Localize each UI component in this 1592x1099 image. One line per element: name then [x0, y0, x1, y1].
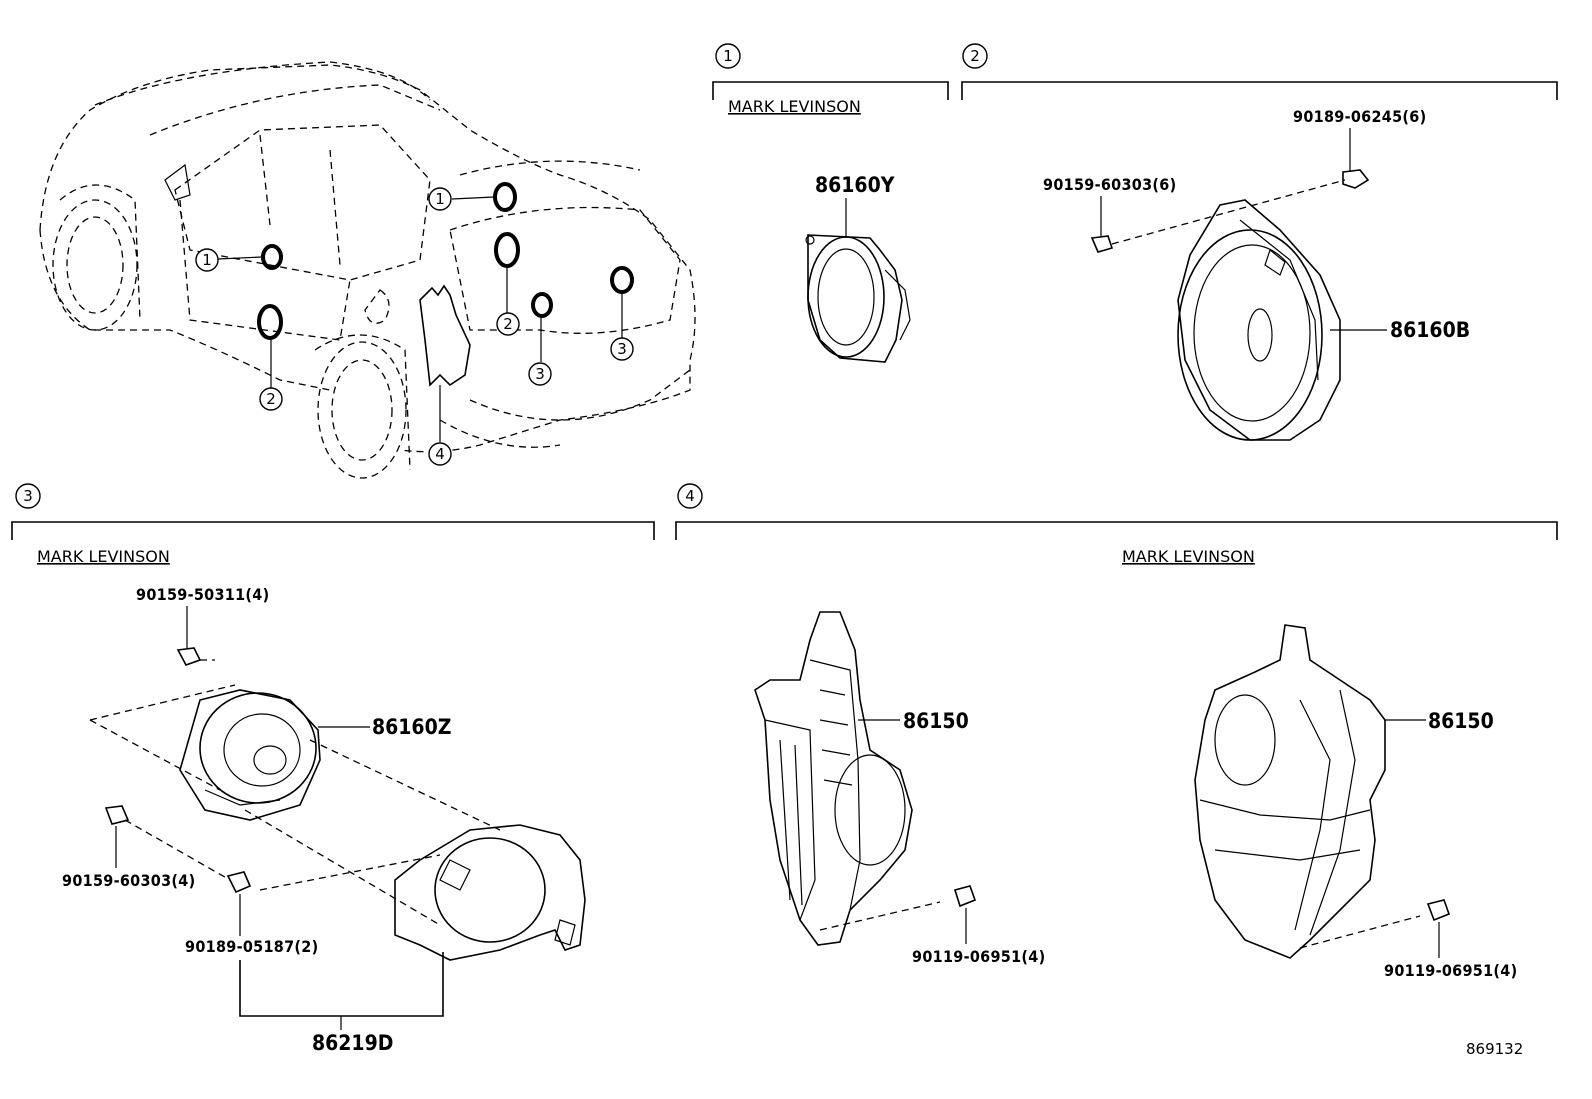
- svg-text:3: 3: [23, 487, 33, 505]
- callout-2: 2: [259, 387, 283, 411]
- speaker-location-ring: [531, 292, 553, 318]
- speaker-location-ring: [257, 304, 283, 340]
- speaker-location-ring: [494, 232, 520, 268]
- enclosure-86150-left: [754, 611, 913, 946]
- section-4-bracket: [675, 521, 1558, 540]
- section-2-bracket: [961, 81, 1558, 100]
- clip-icon: [226, 871, 252, 894]
- speaker-86160z: [179, 689, 321, 821]
- section-3: 3 MARK LEVINSON 90159-50311(4) 86160Z 90…: [11, 483, 655, 1055]
- part-label-90159-60303-4: 90159-60303(4): [62, 871, 196, 890]
- speaker-location-ring: [610, 266, 634, 294]
- svg-text:2: 2: [503, 315, 513, 333]
- part-label-90119-06951-right: 90119-06951(4): [1384, 961, 1518, 980]
- part-label-86219d: 86219D: [312, 1031, 393, 1055]
- screw-icon: [1090, 235, 1114, 253]
- part-label-86160b: 86160B: [1390, 318, 1470, 342]
- section-3-bracket: [11, 521, 655, 540]
- screw-icon: [1426, 899, 1451, 922]
- section-4-brand-label: MARK LEVINSON: [1122, 547, 1255, 566]
- section-3-brand-label: MARK LEVINSON: [37, 547, 170, 566]
- callout-4: 4: [428, 442, 452, 466]
- callout-1: 1: [195, 248, 219, 272]
- section-4: 4 MARK LEVINSON 86150 90119-06951(4) 8: [675, 483, 1558, 980]
- speaker-location-ring: [493, 182, 517, 212]
- clip-icon: [1342, 169, 1370, 189]
- callout-1: 1: [428, 187, 452, 211]
- svg-text:1: 1: [723, 47, 733, 65]
- svg-text:2: 2: [970, 47, 980, 65]
- svg-text:1: 1: [435, 190, 445, 208]
- section-1-brand-label: MARK LEVINSON: [728, 97, 861, 116]
- section-1-bracket: [712, 81, 949, 100]
- section-3-callout: 3: [15, 483, 41, 509]
- part-label-90189-05187: 90189-05187(2): [185, 937, 319, 956]
- speaker-86160y: [805, 234, 911, 363]
- svg-text:3: 3: [617, 340, 627, 358]
- callout-3: 3: [610, 337, 634, 361]
- svg-text:4: 4: [435, 445, 445, 463]
- part-label-86150-right: 86150: [1428, 709, 1494, 733]
- callout-2: 2: [496, 312, 520, 336]
- part-label-86160z: 86160Z: [372, 715, 451, 739]
- callout-3: 3: [528, 362, 552, 386]
- svg-text:1: 1: [202, 251, 212, 269]
- speaker-86160b: [1177, 199, 1341, 441]
- screw-icon: [953, 885, 977, 908]
- vehicle-illustration: 1 1 2 2 3 3 4: [39, 61, 696, 479]
- svg-text:4: 4: [685, 487, 695, 505]
- screw-icon: [104, 805, 130, 825]
- enclosure-86150-right: [1194, 624, 1386, 959]
- illustration-id: 869132: [1466, 1040, 1523, 1058]
- section-4-callout: 4: [677, 483, 703, 509]
- part-label-90119-06951-left: 90119-06951(4): [912, 947, 1046, 966]
- part-label-86160y: 86160Y: [815, 173, 895, 197]
- part-label-90159-50311: 90159-50311(4): [136, 585, 270, 604]
- part-label-86150-left: 86150: [903, 709, 969, 733]
- bracket-86219d: [394, 824, 586, 961]
- bracket-86219d-leader: [239, 952, 444, 1017]
- section-1-callout: 1: [715, 43, 741, 69]
- part-label-90159-60303-6: 90159-60303(6): [1043, 175, 1177, 194]
- screw-icon: [176, 647, 202, 666]
- svg-text:3: 3: [535, 365, 545, 383]
- part-label-90189-06245: 90189-06245(6): [1293, 107, 1427, 126]
- section-2-callout: 2: [962, 43, 988, 69]
- section-1: 1 MARK LEVINSON 86160Y: [712, 43, 949, 363]
- svg-text:2: 2: [266, 390, 276, 408]
- speaker-location-ring: [261, 244, 283, 270]
- section-2: 2 90189-06245(6) 90159-60303(6) 86160B: [961, 43, 1558, 441]
